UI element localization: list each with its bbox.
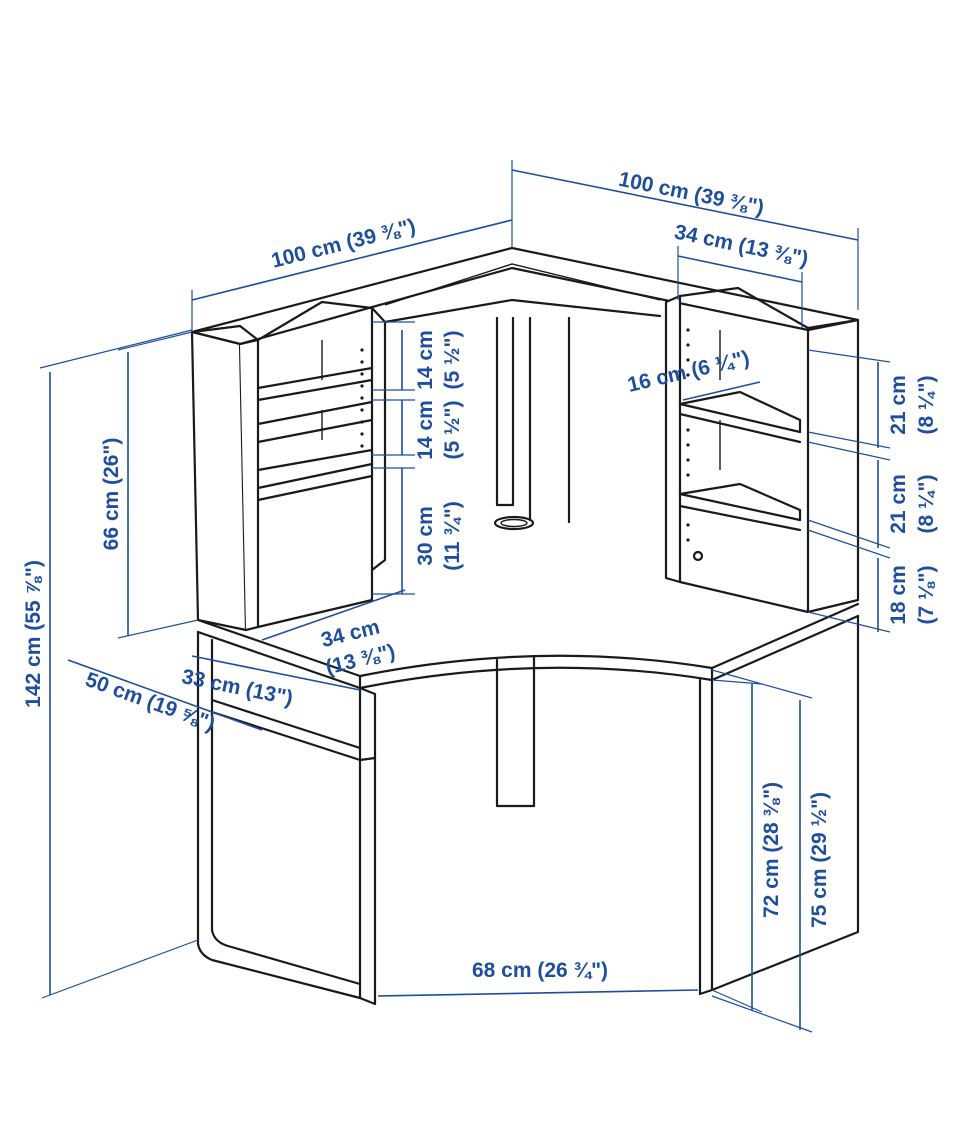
label-left-cubby-mid-cm: 14 cm [414, 400, 437, 460]
label-right-shelf-mid-cm: 21 cm [887, 474, 910, 534]
label-left-cubby-top-in: (5 ½") [441, 331, 464, 390]
left-hutch-peg-holes [360, 348, 364, 448]
label-shelf-depth-right: 34 cm (13 ⅜") [672, 220, 810, 270]
label-left-cubby-top-cm: 14 cm [414, 330, 437, 390]
label-top-left-width: 100 cm (39 ⅜") [269, 215, 418, 273]
label-left-cubby-bottom-in: (11 ¾") [441, 501, 464, 571]
dimension-lines [39, 160, 891, 1033]
label-right-shelf-top-cm: 21 cm [887, 375, 910, 435]
label-left-cubby-mid-in: (5 ½") [441, 401, 464, 460]
right-hutch-peg-holes [686, 328, 690, 542]
label-left-cubby-bottom-cm: 30 cm [414, 506, 437, 566]
desk-illustration [190, 246, 860, 1006]
label-top-right-width: 100 cm (39 ⅜") [617, 168, 766, 220]
label-desk-height-outer: 75 cm (29 ½") [808, 792, 831, 928]
label-hutch-height: 66 cm (26") [100, 438, 123, 551]
label-right-shelf-bottom-in: (7 ⅛") [915, 566, 938, 625]
label-total-height: 142 cm (55 ⅞") [22, 560, 45, 708]
label-desk-height-inner: 72 cm (28 ⅜") [760, 782, 783, 918]
label-knee-width: 68 cm (26 ¾") [472, 959, 608, 982]
label-right-shelf-mid-in: (8 ¼") [915, 475, 938, 534]
label-right-shelf-bottom-cm: 18 cm [887, 565, 910, 625]
label-right-shelf-top-in: (8 ¼") [915, 376, 938, 435]
label-shelf-depth-inner-right: 16 cm (6 ¼") [625, 346, 751, 396]
